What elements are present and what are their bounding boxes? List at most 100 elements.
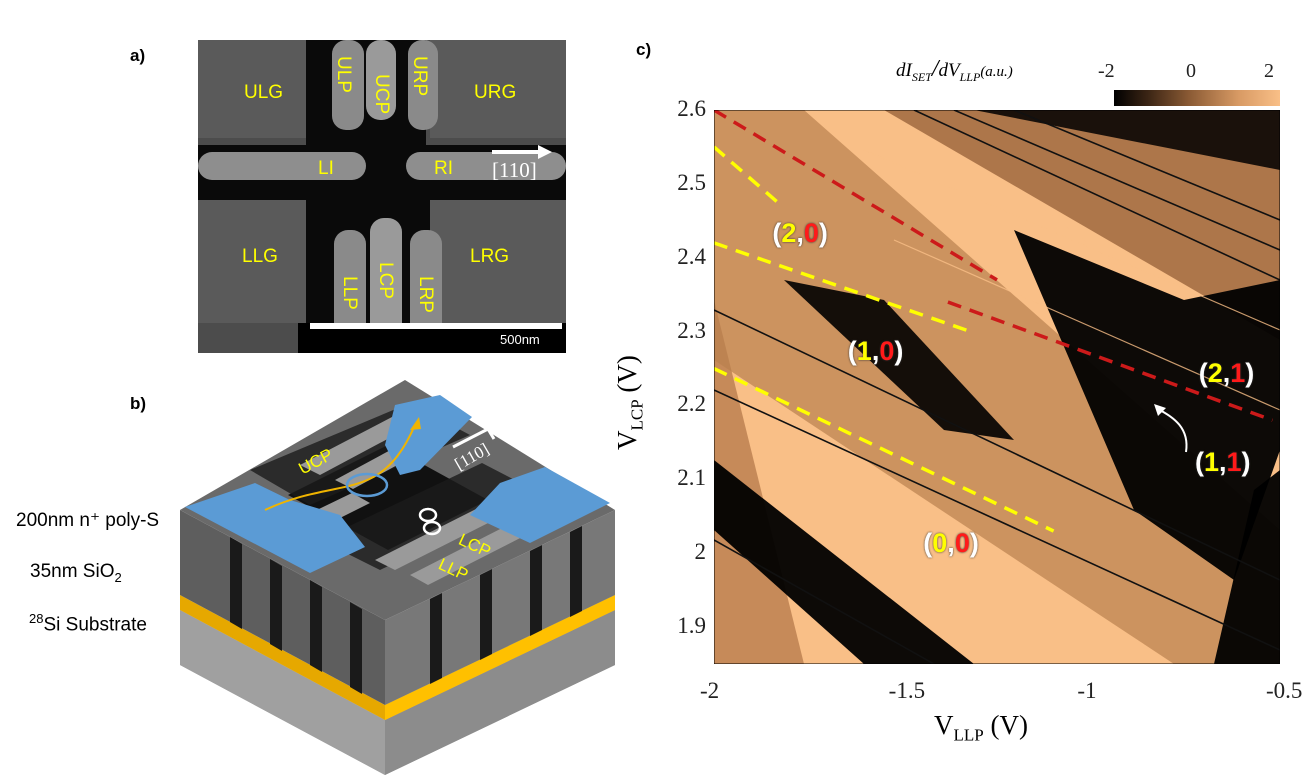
charge-state-part: 1 [856, 335, 872, 366]
gate-lrp-label: LRP [415, 276, 436, 313]
charge-state-part: 1 [1226, 446, 1242, 477]
panel-a-label: a) [130, 46, 146, 65]
colorbar-num: dI [896, 60, 912, 81]
current-path-arrow [264, 424, 416, 511]
x-axis-label-sub: LLP [953, 725, 984, 745]
y-tick-label: 2 [694, 539, 707, 565]
oxide-label-sub: 2 [114, 569, 122, 585]
x-axis-label-main: V [934, 710, 954, 740]
charge-state-part: 2 [781, 217, 797, 248]
layer-oxide-label: 35nm SiO2 [30, 561, 122, 585]
gate-blue-top [385, 395, 472, 475]
y-tick-label: 2.2 [677, 391, 706, 417]
sem-image: ULG ULP UCP URP URG LI RI LLG LLP LCP LR… [198, 40, 566, 353]
sem-direction-label: [110] [492, 158, 537, 182]
panel-b-label: b) [130, 394, 147, 413]
x-tick-label: -1.5 [888, 678, 926, 703]
charge-state-part: , [871, 335, 880, 366]
charge-state-part: 0 [879, 335, 895, 366]
substrate-label-text: Si Substrate [43, 614, 147, 636]
panel-c-label: c) [636, 40, 652, 59]
gate-lcp-label: LCP [375, 262, 396, 299]
charge-state-part: 0 [932, 527, 948, 558]
charge-state-part: , [796, 217, 804, 248]
y-tick-label: 1.9 [677, 613, 706, 639]
charge-state-part: ( [1194, 446, 1204, 477]
gate-urp-label: URP [409, 56, 430, 97]
x-axis-label: VLLP (V) [934, 710, 1028, 745]
colorbar-den-sub: LLP [959, 69, 981, 84]
sem-scalebar-label: 500nm [500, 332, 540, 347]
colorbar-den: dV [938, 60, 960, 81]
colorbar-slash: / [931, 56, 939, 82]
y-axis-label-sub: LCP [627, 399, 647, 431]
x-axis-label-unit: (V) [983, 710, 1028, 740]
colorbar-num-sub: SET [911, 69, 932, 84]
charge-state-part: ) [818, 217, 828, 248]
charge-state-part: 2 [1207, 357, 1223, 388]
charge-state-part: ( [847, 335, 857, 366]
charge-state-part: ) [1245, 357, 1255, 388]
layer-substrate-label: 28Si Substrate [29, 611, 147, 636]
yellow-dashed-line-2 [714, 366, 1055, 533]
gate-llp-label: LLP [339, 276, 360, 310]
substrate-label-sup: 28 [29, 611, 44, 626]
charge-state-part: 0 [803, 217, 819, 248]
yellow-dashed-line-0 [714, 145, 784, 208]
charge-state-1-1: (1,1) [1195, 447, 1251, 478]
y-axis-label-main: V [612, 430, 642, 451]
colorbar-tick-mid: 0 [1186, 60, 1196, 82]
y-tick-label: 2.4 [677, 243, 706, 269]
x-tick-label: -2 [700, 678, 720, 703]
charge-state-part: , [1222, 357, 1231, 388]
charge-state-part: ( [1198, 357, 1208, 388]
gate-ri-label: RI [434, 158, 453, 179]
y-axis-label-unit: (V) [612, 355, 642, 400]
stability-diagram [714, 110, 1280, 664]
charge-state-part: ) [969, 527, 979, 558]
y-tick-label: 2.3 [677, 317, 706, 343]
charge-state-2-1: (2,1) [1199, 358, 1255, 389]
charge-state-part: ) [894, 335, 904, 366]
device-schematic [180, 380, 615, 775]
charge-state-part: , [947, 527, 955, 558]
charge-state-1-0: (1,0) [848, 336, 904, 367]
charge-state-part: 1 [1203, 446, 1219, 477]
charge-state-part: 0 [954, 527, 970, 558]
oxide-label-text: 35nm SiO [30, 561, 115, 582]
sem-gate-pattern [198, 40, 566, 353]
gate-blue-right [470, 467, 610, 543]
x-tick-label: -1 [1077, 678, 1097, 703]
charge-state-part: ( [772, 217, 782, 248]
charge-state-labels: (2,0)(1,0)(0,0)(2,1)(1,1) [714, 110, 1280, 664]
charge-state-part: 1 [1230, 357, 1246, 388]
y-axis-label: VLCP (V) [612, 355, 647, 450]
gate-ulg-label: ULG [244, 82, 284, 103]
gate-ucp-label: UCP [371, 74, 392, 115]
dot-circle-1 [418, 507, 438, 523]
y-tick-label: 2.1 [677, 465, 706, 491]
charge-state-part: ) [1241, 446, 1251, 477]
colorbar-tick-min: -2 [1098, 60, 1115, 82]
charge-state-part: , [1218, 446, 1227, 477]
gate-ulp-label: ULP [333, 56, 354, 93]
charge-state-0-0: (0,0) [923, 528, 979, 559]
layer-poly-label: 200nm n⁺ poly-S [16, 510, 160, 531]
red-dashed-line-1 [947, 300, 1274, 422]
charge-state-2-0: (2,0) [772, 218, 828, 249]
gate-blue-left [185, 483, 365, 573]
gate-urg-label: URG [474, 82, 517, 103]
colorbar-label: dISET/dVLLP(a.u.) [896, 56, 1013, 85]
gate-lrg-label: LRG [470, 246, 510, 267]
colorbar-gradient [1114, 90, 1280, 106]
x-tick-label: -0.5 [1266, 678, 1303, 703]
charge-state-part: ( [923, 527, 933, 558]
y-tick-label: 2.6 [677, 96, 706, 121]
y-tick-label: 2.5 [677, 169, 706, 195]
gate-llg-label: LLG [242, 246, 278, 267]
red-dashed-line-0 [714, 110, 998, 282]
colorbar-tick-max: 2 [1264, 60, 1274, 82]
dot-circle-2 [422, 520, 442, 536]
gate-li-label: LI [318, 158, 334, 179]
state-transition-arrow [1154, 404, 1188, 453]
